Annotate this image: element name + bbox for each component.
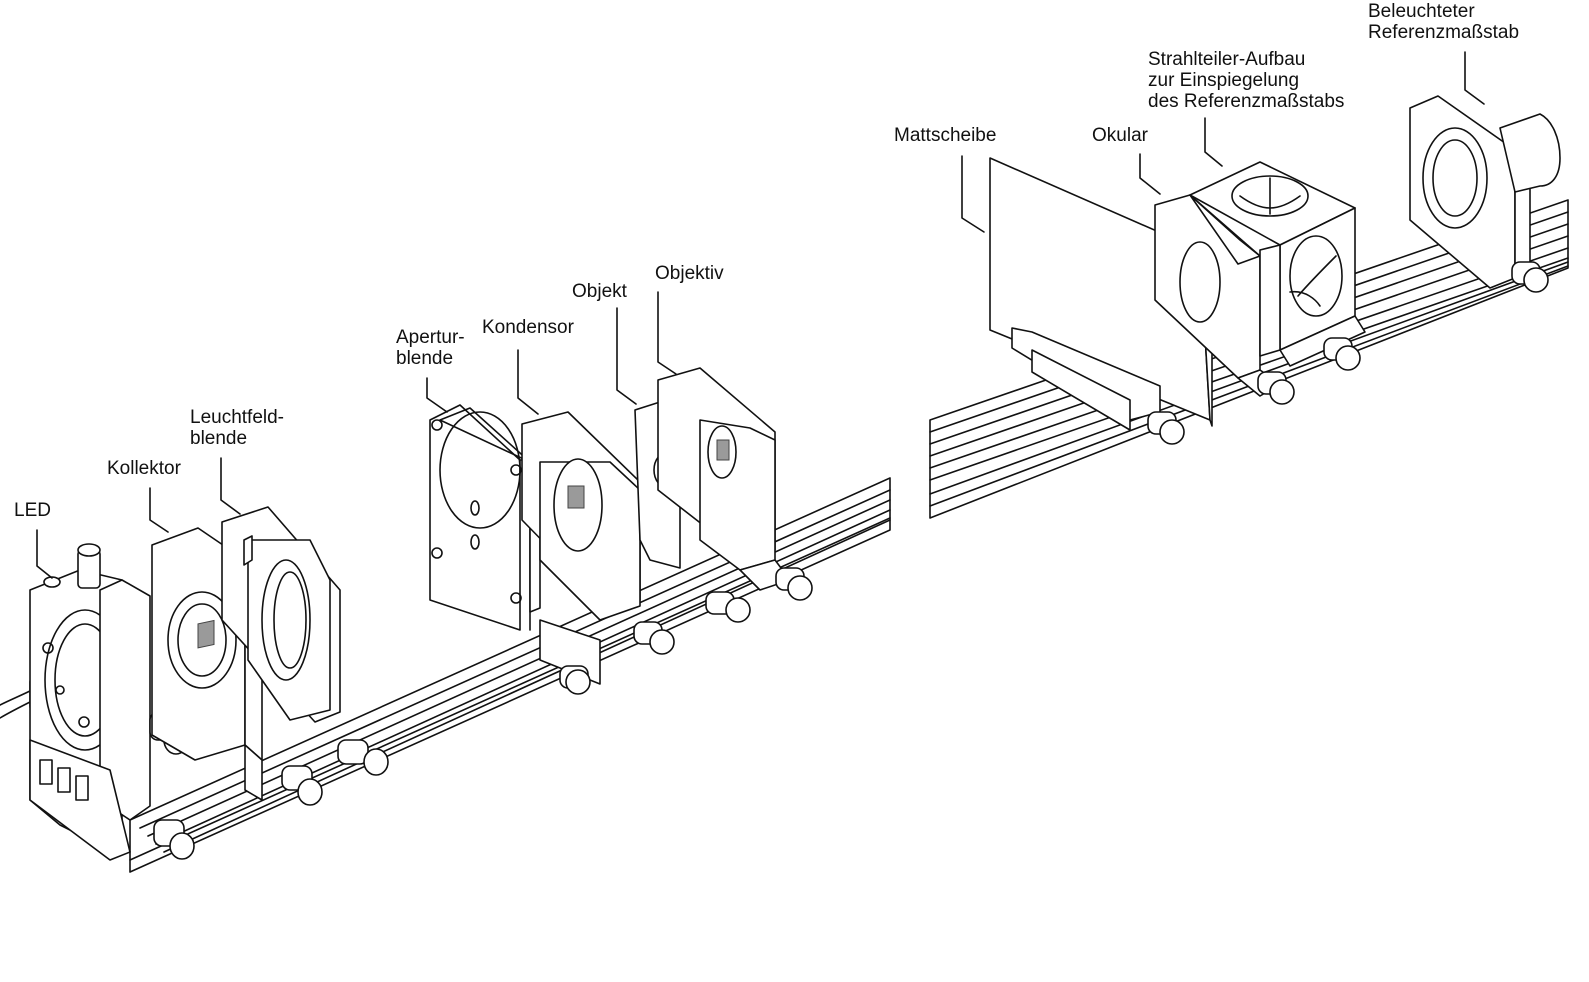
label-leuchtfeldblende: Leuchtfeld- blende (190, 407, 285, 449)
label-aperturblende: Apertur- blende (396, 327, 465, 369)
label-kollektor: Kollektor (107, 458, 181, 479)
strahlteiler-cube (1189, 161, 1366, 371)
label-okular: Okular (1092, 125, 1148, 146)
objektiv-mount (657, 367, 813, 601)
label-referenzmassstab: Beleuchteter Referenzmaßstab (1368, 1, 1520, 43)
label-objekt: Objekt (572, 281, 627, 302)
led-assembly (0, 543, 195, 861)
leader-lines (36, 51, 1485, 579)
referenzmassstab-mount (1409, 95, 1561, 293)
kondensor-mount (521, 411, 675, 695)
label-kondensor: Kondensor (482, 317, 574, 338)
label-led: LED (14, 500, 51, 521)
leuchtfeldblende-mount (221, 506, 389, 776)
label-strahlteiler: Strahlteiler-Aufbau zur Einspiegelung de… (1148, 49, 1345, 112)
label-mattscheibe: Mattscheibe (894, 125, 997, 146)
label-objektiv: Objektiv (655, 263, 724, 284)
